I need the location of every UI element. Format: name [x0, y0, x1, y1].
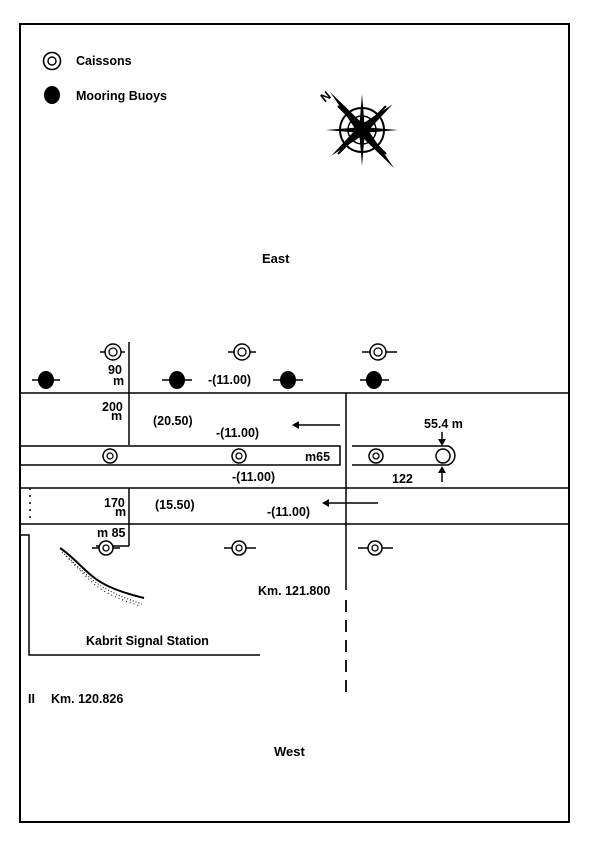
caisson-icon [42, 51, 62, 71]
depth-label-top: -(11.00) [208, 373, 251, 387]
roman-two-label: II [28, 692, 35, 706]
caisson-marker [367, 540, 383, 556]
caisson-marker [102, 448, 118, 464]
depth-label-mid: -(11.00) [232, 470, 275, 484]
compass-rose-icon: N [318, 89, 398, 169]
mooring-buoy-icon [44, 86, 60, 104]
dim-170-unit: m [115, 505, 126, 519]
dim-200-unit: m [111, 409, 122, 423]
top-mooring-row [32, 343, 397, 389]
arrow-down-icon [438, 432, 446, 446]
elev-2050-label: (20.50) [153, 414, 193, 428]
mooring-buoy-marker [280, 371, 296, 389]
region-west-label: West [274, 744, 305, 759]
caisson-marker [233, 343, 251, 361]
dim-90-label: 90 [108, 363, 122, 377]
caisson-marker [104, 343, 122, 361]
compass-north-letter: N [318, 89, 334, 106]
region-east-label: East [262, 251, 290, 266]
coastline-hatch [59, 547, 145, 607]
caisson-marker [369, 343, 387, 361]
mooring-buoy-marker [38, 371, 54, 389]
legend-buoys-label: Mooring Buoys [76, 89, 167, 103]
caisson-marker [231, 540, 247, 556]
km-120826-label: Km. 120.826 [51, 692, 123, 706]
dim-200-label: 200 [102, 400, 123, 414]
depth-label-upper: -(11.00) [216, 426, 259, 440]
km122-label: 122 [392, 472, 413, 486]
dim-90-unit: m [113, 374, 124, 388]
pier-end-circle [435, 448, 451, 464]
km-121800-label: Km. 121.800 [258, 584, 330, 598]
m65-label: m65 [305, 450, 330, 464]
elev-1550-label: (15.50) [155, 498, 195, 512]
shore-outline [20, 534, 260, 656]
station-label: Kabrit Signal Station [86, 634, 209, 648]
arrow-up-icon [438, 466, 446, 482]
legend: Caissons Mooring Buoys [42, 51, 167, 104]
dim-170-label: 170 [104, 496, 125, 510]
legend-caissons-label: Caissons [76, 54, 132, 68]
mooring-buoy-marker [169, 371, 185, 389]
central-pier-end [352, 445, 456, 466]
caisson-marker [98, 540, 114, 556]
caisson-marker [368, 448, 384, 464]
dim-85-label: m 85 [97, 526, 126, 540]
central-pier-strip [20, 445, 341, 466]
arrow-left-icon [322, 499, 378, 507]
mooring-buoy-marker [366, 371, 382, 389]
width-554-label: 55.4 m [424, 417, 463, 431]
arrow-left-icon [292, 421, 340, 429]
caisson-marker [231, 448, 247, 464]
depth-label-lower: -(11.00) [267, 505, 310, 519]
diagram-border [19, 23, 570, 823]
